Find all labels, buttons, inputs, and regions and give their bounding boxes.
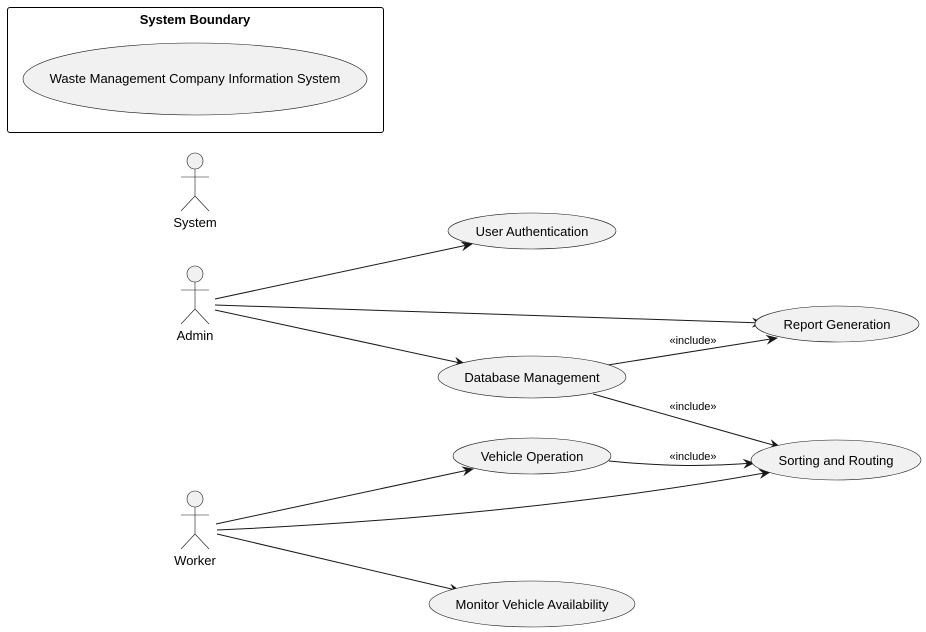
edge-admin-database-management: [214, 309, 466, 367]
actor-worker-head: [186, 490, 204, 508]
actor-admin-figure: [180, 282, 210, 325]
edge-worker-monitor-vehicle-availability: [216, 533, 461, 594]
use-case-user-authentication: User Authentication: [447, 212, 617, 250]
actor-admin-head: [186, 265, 204, 283]
use-case-report-generation: Report Generation: [754, 305, 920, 343]
actor-admin-label: Admin: [177, 328, 214, 343]
edge-admin-report-generation: [214, 304, 764, 328]
actor-worker: Worker: [174, 490, 216, 568]
actor-system-figure: [180, 169, 210, 212]
use-case-user-authentication-label: User Authentication: [476, 224, 589, 239]
use-case-monitor-vehicle-availability-label: Monitor Vehicle Availability: [456, 597, 609, 612]
include-label-db-sorting: «include»: [669, 401, 716, 413]
edge-worker-vehicle-operation: [215, 466, 474, 525]
use-case-report-generation-shape: [754, 305, 920, 343]
use-case-monitor-vehicle-availability-shape: [428, 580, 636, 628]
use-case-waste-management-system-label: Waste Management Company Information Sys…: [50, 71, 341, 86]
include-label-db-report: «include»: [669, 335, 716, 347]
use-case-monitor-vehicle-availability: Monitor Vehicle Availability: [428, 580, 636, 628]
use-case-user-authentication-shape: [447, 212, 617, 250]
system-boundary-title: System Boundary: [140, 12, 251, 27]
actor-admin: Admin: [177, 265, 214, 343]
actor-system-head: [186, 152, 204, 170]
edge-vehicle-operation-sorting-and-routing: [608, 458, 755, 469]
use-case-database-management: Database Management: [437, 355, 627, 399]
actor-worker-label: Worker: [174, 553, 216, 568]
edge-admin-user-authentication: [214, 241, 473, 300]
edges: [214, 241, 781, 594]
use-case-sorting-and-routing-label: Sorting and Routing: [779, 453, 894, 468]
use-case-vehicle-operation: Vehicle Operation: [452, 437, 612, 475]
use-case-database-management-label: Database Management: [464, 370, 600, 385]
edge-worker-sorting-and-routing: [216, 469, 771, 531]
actor-system-label: System: [173, 215, 216, 230]
system-boundary: System Boundary Waste Management Company…: [7, 7, 384, 133]
edge-database-management-report-generation: [607, 334, 778, 366]
use-case-report-generation-label: Report Generation: [784, 317, 891, 332]
actor-system: System: [173, 152, 217, 230]
edge-database-management-sorting-and-routing: [592, 393, 781, 449]
use-case-vehicle-operation-label: Vehicle Operation: [481, 449, 584, 464]
use-case-database-management-shape: [437, 355, 627, 399]
include-label-vehicle-sorting: «include»: [669, 451, 716, 463]
actor-worker-figure: [180, 507, 210, 550]
use-case-waste-management-system: [22, 42, 368, 116]
use-case-sorting-and-routing: Sorting and Routing: [750, 439, 922, 481]
use-case-vehicle-operation-shape: [452, 437, 612, 475]
use-case-sorting-and-routing-shape: [750, 439, 922, 481]
